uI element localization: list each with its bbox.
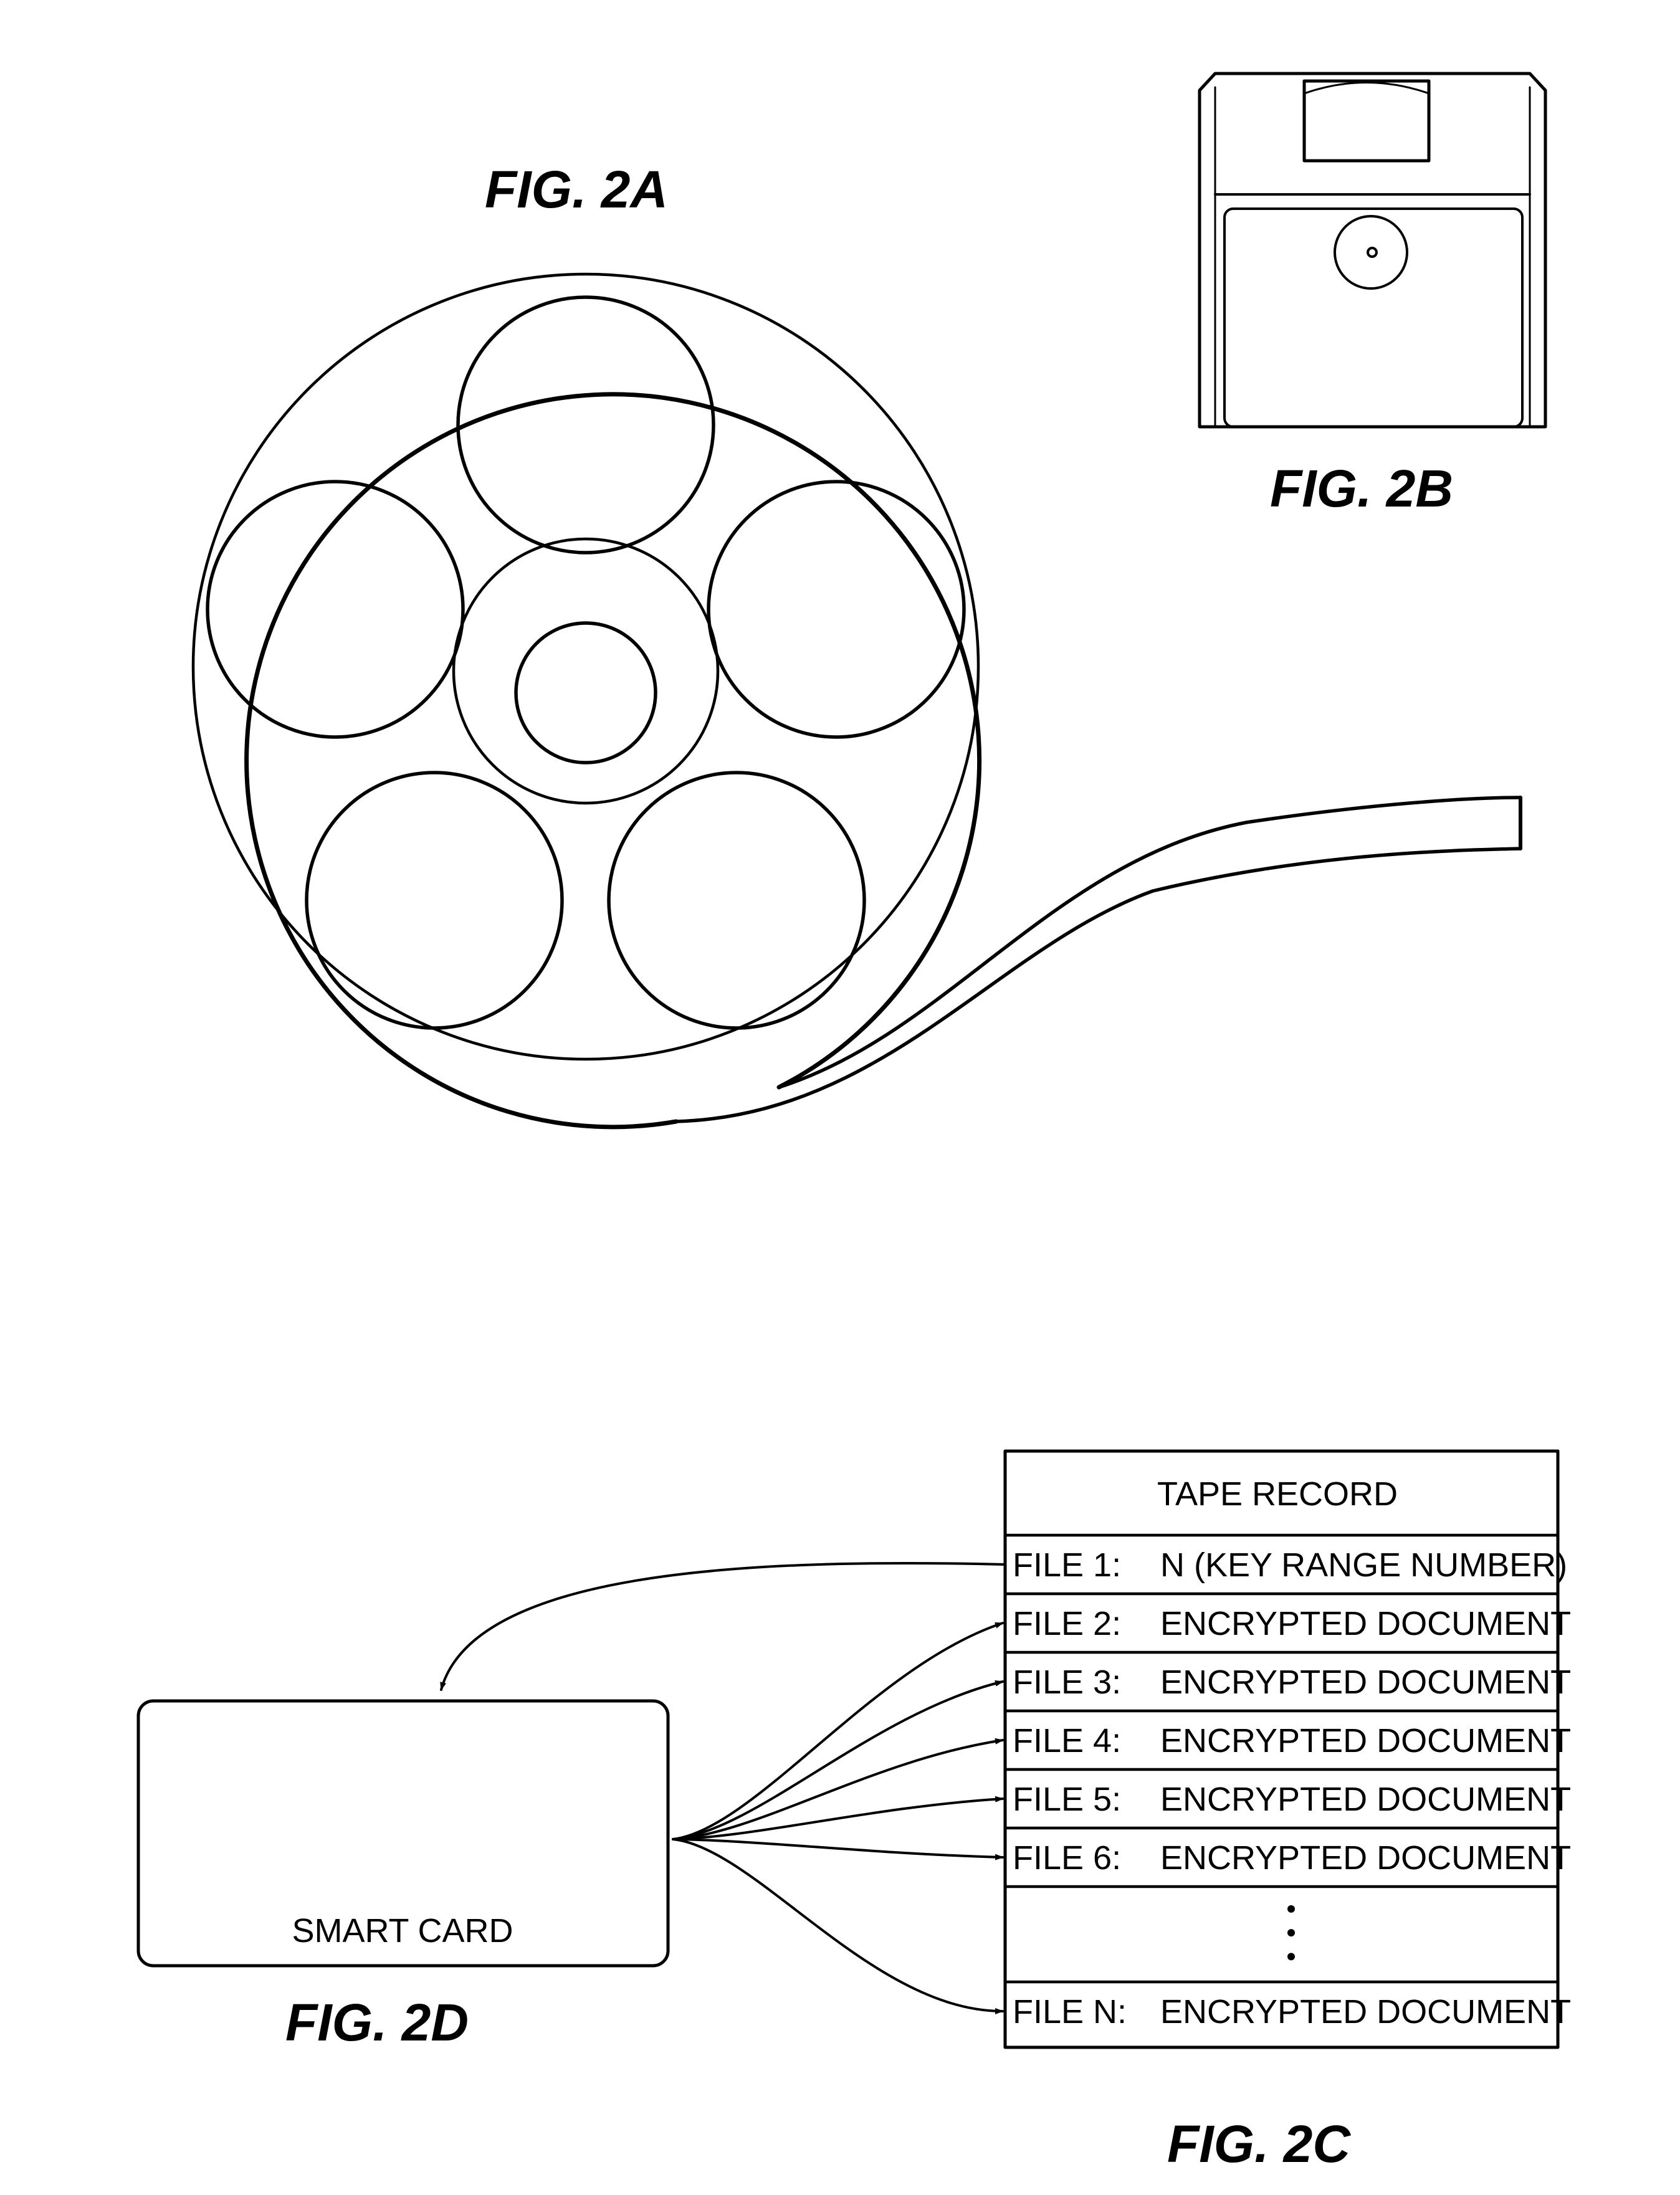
table-row-file-label: FILE 5: bbox=[1013, 1781, 1121, 1818]
table-row-file-label: FILE 1: bbox=[1013, 1546, 1121, 1584]
table-row-file-label: FILE 4: bbox=[1013, 1722, 1121, 1759]
fig-2c-tape-record-table: TAPE RECORD FILE 1:N (KEY RANGE NUMBER)F… bbox=[1003, 1449, 1571, 2173]
disk-label-area bbox=[1223, 207, 1524, 428]
table-ellipsis-dot bbox=[1287, 1953, 1295, 1961]
fig-2b-label: FIG. 2B bbox=[1270, 459, 1453, 518]
table-row-file-label: FILE 3: bbox=[1013, 1664, 1121, 1701]
tape-outer-edge bbox=[244, 392, 982, 1130]
table-row-content: N (KEY RANGE NUMBER) bbox=[1160, 1546, 1567, 1584]
table-row-content: ENCRYPTED DOCUMENT bbox=[1160, 1722, 1571, 1759]
disk-shutter-arc bbox=[1303, 82, 1430, 95]
tape-leader-upper bbox=[777, 796, 1522, 1089]
table-row-content: ENCRYPTED DOCUMENT bbox=[1160, 1605, 1571, 1642]
card-table-arrows bbox=[440, 1561, 1006, 2014]
disk-shutter bbox=[1302, 79, 1431, 163]
reel-window-left bbox=[206, 480, 465, 739]
fig-2a-label: FIG. 2A bbox=[485, 160, 668, 219]
arrow-smart-card-to-file bbox=[672, 1838, 1004, 2014]
reel-window-bottom-left bbox=[305, 771, 564, 1030]
fig-2d-label: FIG. 2D bbox=[285, 1993, 469, 2052]
fig-2a-tape-reel: FIG. 2A bbox=[191, 160, 1522, 1130]
fig-2b-disk-cartridge: FIG. 2B bbox=[1198, 72, 1547, 518]
fig-2c-label: FIG. 2C bbox=[1167, 2115, 1351, 2173]
table-ellipsis-dot bbox=[1287, 1905, 1295, 1913]
reel-window-bottom-right bbox=[607, 771, 866, 1030]
table-row-content: ENCRYPTED DOCUMENT bbox=[1160, 1839, 1571, 1877]
tape-leader-lower bbox=[674, 847, 1522, 1123]
arrow-smart-card-to-file bbox=[672, 1622, 1004, 1840]
reel-window-right bbox=[707, 480, 966, 739]
arrow-smart-card-to-file bbox=[672, 1738, 1004, 1840]
reel-hub-outer bbox=[452, 537, 720, 805]
table-row-content: ENCRYPTED DOCUMENT bbox=[1160, 1781, 1571, 1818]
disk-spindle-hole bbox=[1367, 247, 1378, 258]
tape-record-table-frame bbox=[1003, 1449, 1560, 2049]
fig-2d-smart-card: SMART CARD FIG. 2D bbox=[136, 1699, 670, 2052]
arrow-smart-card-to-file bbox=[672, 1680, 1004, 1840]
disk-body-outline bbox=[1198, 72, 1547, 429]
tape-record-rows: FILE 1: N (KEY RANGE NUMBER) FILE 2: ENCRYP… bbox=[1003, 1546, 1571, 2031]
table-row-content: ENCRYPTED DOCUMENT bbox=[1160, 1993, 1571, 2031]
arrow-smart-card-to-file bbox=[672, 1796, 1004, 1840]
arrow-file1-to-smart-card bbox=[440, 1561, 1006, 1691]
table-row-content: ENCRYPTED DOCUMENT bbox=[1160, 1664, 1571, 1701]
table-row-file-label: FILE N: bbox=[1013, 1993, 1127, 2031]
table-ellipsis-dot bbox=[1287, 1929, 1295, 1937]
smart-card-label: SMART CARD bbox=[292, 1912, 513, 1950]
reel-hub-inner bbox=[514, 621, 657, 764]
smart-card-body bbox=[136, 1699, 670, 1968]
arrow-smart-card-to-file bbox=[672, 1838, 1004, 1860]
tape-record-header: TAPE RECORD bbox=[1157, 1475, 1398, 1513]
table-row-file-label: FILE 6: bbox=[1013, 1839, 1121, 1877]
disk-hub bbox=[1334, 215, 1408, 290]
table-row-file-label: FILE 2: bbox=[1013, 1605, 1121, 1642]
reel-window-top bbox=[456, 295, 715, 555]
reel-flange-inner bbox=[191, 272, 980, 1061]
